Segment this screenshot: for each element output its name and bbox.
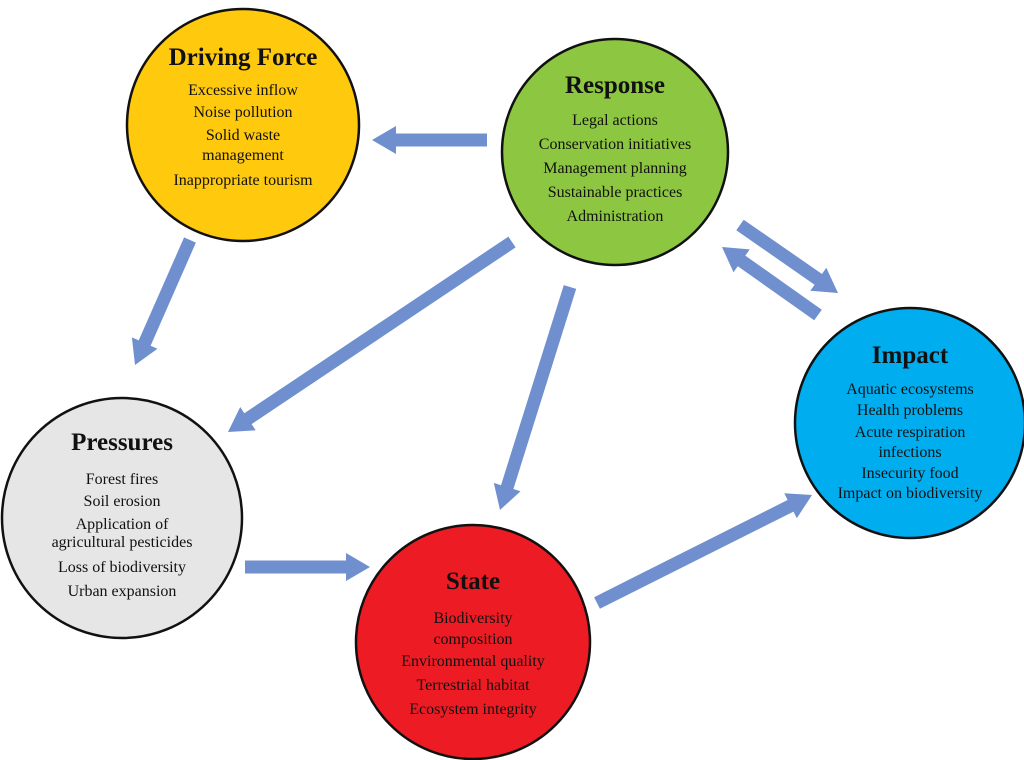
arrow-response-to-state: [493, 285, 577, 510]
response-item: Conservation initiatives: [539, 136, 691, 153]
arrow-response-to-driving-force: [372, 126, 487, 154]
driving-force-item: Noise pollution: [193, 104, 292, 121]
impact-circle: [793, 306, 1024, 540]
state-item: Terrestrial habitat: [416, 677, 530, 694]
response-title: Response: [565, 72, 665, 99]
arrow-response-to-impact: [736, 219, 838, 293]
driving-force-item: Excessive inflow: [188, 82, 298, 99]
impact-item: Health problems: [857, 402, 963, 419]
impact-title: Impact: [872, 342, 949, 369]
state-item: Ecosystem integrity: [409, 701, 537, 718]
driving-force-item: Solid waste: [206, 127, 280, 144]
driving-force-item: management: [202, 147, 284, 164]
arrow-pressures-to-state: [245, 553, 370, 581]
pressures-item: Urban expansion: [68, 583, 177, 600]
impact-item: Acute respiration: [855, 424, 966, 441]
pressures-item: Loss of biodiversity: [58, 559, 186, 576]
state-item: Biodiversity: [433, 610, 512, 627]
driving-force-item: Inappropriate tourism: [173, 172, 313, 189]
pressures-circle: [0, 396, 244, 640]
response-circle: [500, 37, 730, 267]
arrow-response-to-pressures: [228, 236, 516, 432]
driving-force-circle: [125, 7, 361, 243]
response-item: Management planning: [543, 160, 687, 177]
driving-force-title: Driving Force: [169, 44, 318, 71]
response-item: Administration: [567, 208, 664, 225]
impact-item: Insecurity food: [861, 465, 958, 482]
arrow-impact-to-response: [722, 247, 822, 321]
pressures-item: Forest fires: [86, 471, 158, 488]
arrow-driving-force-to-pressures: [131, 237, 196, 365]
state-item: composition: [433, 631, 512, 648]
impact-item: infections: [878, 444, 941, 461]
pressures-title: Pressures: [71, 429, 173, 456]
arrow-state-to-impact: [594, 493, 812, 609]
pressures-item: Application of: [76, 516, 170, 533]
state-circle: [354, 523, 592, 760]
impact-item: Impact on biodiversity: [838, 485, 983, 502]
state-item: Environmental quality: [401, 653, 545, 670]
pressures-item: agricultural pesticides: [52, 534, 193, 551]
state-title: State: [446, 568, 500, 595]
pressures-item: Soil erosion: [84, 493, 161, 510]
response-item: Sustainable practices: [548, 184, 683, 201]
impact-item: Aquatic ecosystems: [846, 381, 974, 398]
response-item: Legal actions: [572, 112, 658, 129]
